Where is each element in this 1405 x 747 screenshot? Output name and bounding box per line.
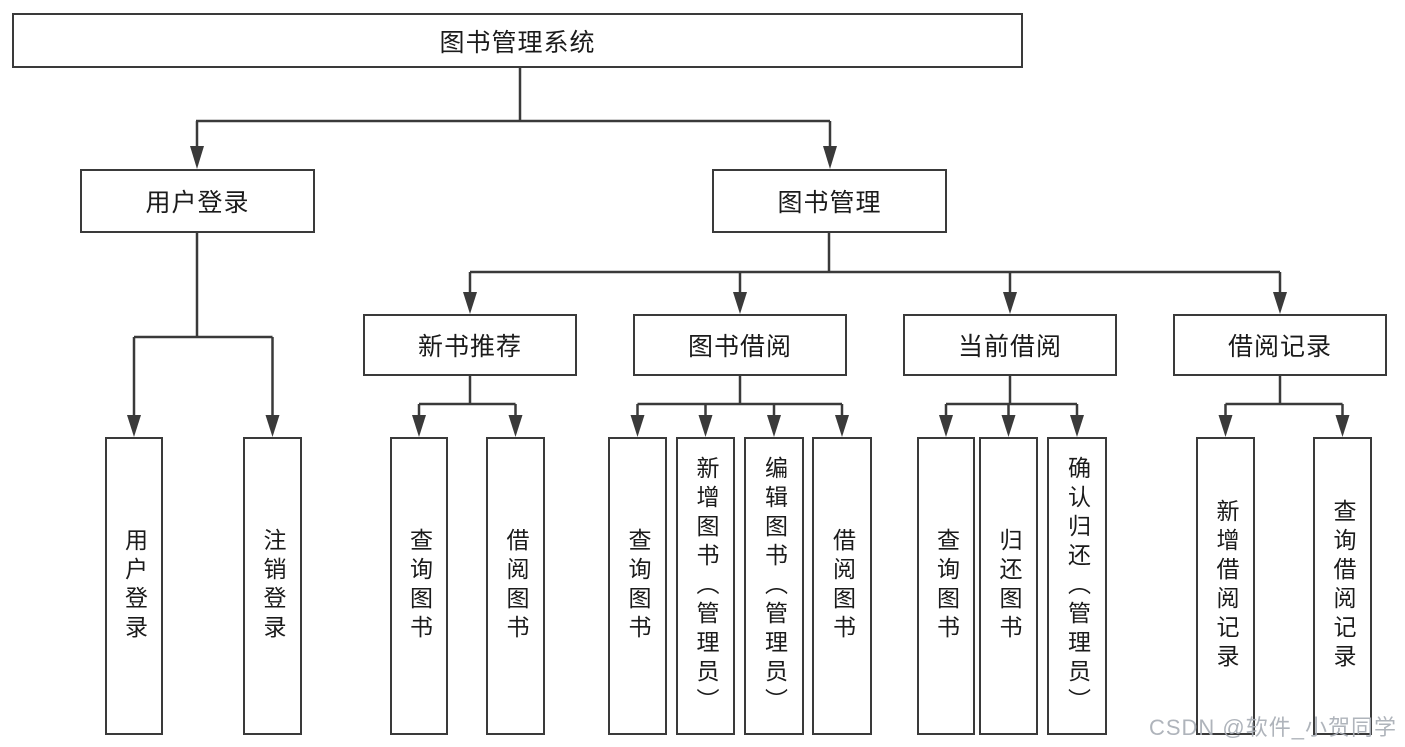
arrowhead-icons (127, 146, 1350, 437)
leaf-query-books-recommend: 查询图书 (390, 437, 448, 735)
node-label: 图书借阅 (687, 333, 792, 361)
leaf-add-books-admin: 新增图书（管理员） (676, 437, 735, 735)
node-root-system: 图书管理系统 (12, 13, 1023, 68)
node-label: 用户登录 (145, 189, 250, 217)
leaf-label: 借阅图书 (829, 528, 856, 644)
leaf-label: 编辑图书（管理员） (761, 455, 788, 717)
leaf-logout: 注销登录 (243, 437, 302, 735)
leaf-query-borrow-record: 查询借阅记录 (1313, 437, 1372, 735)
node-root-label: 图书管理系统 (439, 28, 596, 57)
leaf-label: 查询图书 (625, 528, 651, 644)
node-label: 图书管理 (777, 189, 882, 217)
leaf-label: 查询图书 (933, 528, 960, 644)
node-borrow-record: 借阅记录 (1173, 314, 1387, 376)
leaf-label: 注销登录 (260, 528, 286, 644)
leaf-borrow-books: 借阅图书 (812, 437, 872, 735)
leaf-edit-books-admin: 编辑图书（管理员） (744, 437, 804, 735)
leaf-label: 查询借阅记录 (1330, 499, 1356, 673)
leaf-label: 查询图书 (406, 528, 433, 644)
leaf-label: 归还图书 (996, 528, 1022, 644)
leaf-confirm-return-admin: 确认归还（管理员） (1047, 437, 1107, 735)
connector-lines (132, 68, 1344, 417)
node-label: 当前借阅 (957, 333, 1062, 361)
node-book-borrow: 图书借阅 (633, 314, 847, 376)
leaf-borrow-books-recommend: 借阅图书 (486, 437, 545, 735)
node-user-login-branch: 用户登录 (80, 169, 315, 233)
leaf-label: 新增借阅记录 (1213, 499, 1239, 673)
leaf-label: 确认归还（管理员） (1064, 455, 1091, 717)
watermark: CSDN @软件_小贺同学 (1148, 715, 1397, 740)
leaf-label: 新增图书（管理员） (693, 455, 719, 717)
node-current-borrow: 当前借阅 (903, 314, 1117, 376)
leaf-return-books: 归还图书 (979, 437, 1038, 735)
leaf-query-books-current: 查询图书 (917, 437, 975, 735)
leaf-user-login: 用户登录 (105, 437, 163, 735)
node-new-book-recommend: 新书推荐 (363, 314, 577, 376)
node-label: 借阅记录 (1227, 333, 1332, 361)
node-book-management-branch: 图书管理 (712, 169, 947, 233)
leaf-query-books-borrow: 查询图书 (608, 437, 667, 735)
leaf-label: 用户登录 (121, 528, 148, 644)
leaf-label: 借阅图书 (503, 528, 529, 644)
leaf-add-borrow-record: 新增借阅记录 (1196, 437, 1255, 735)
node-label: 新书推荐 (417, 333, 522, 361)
